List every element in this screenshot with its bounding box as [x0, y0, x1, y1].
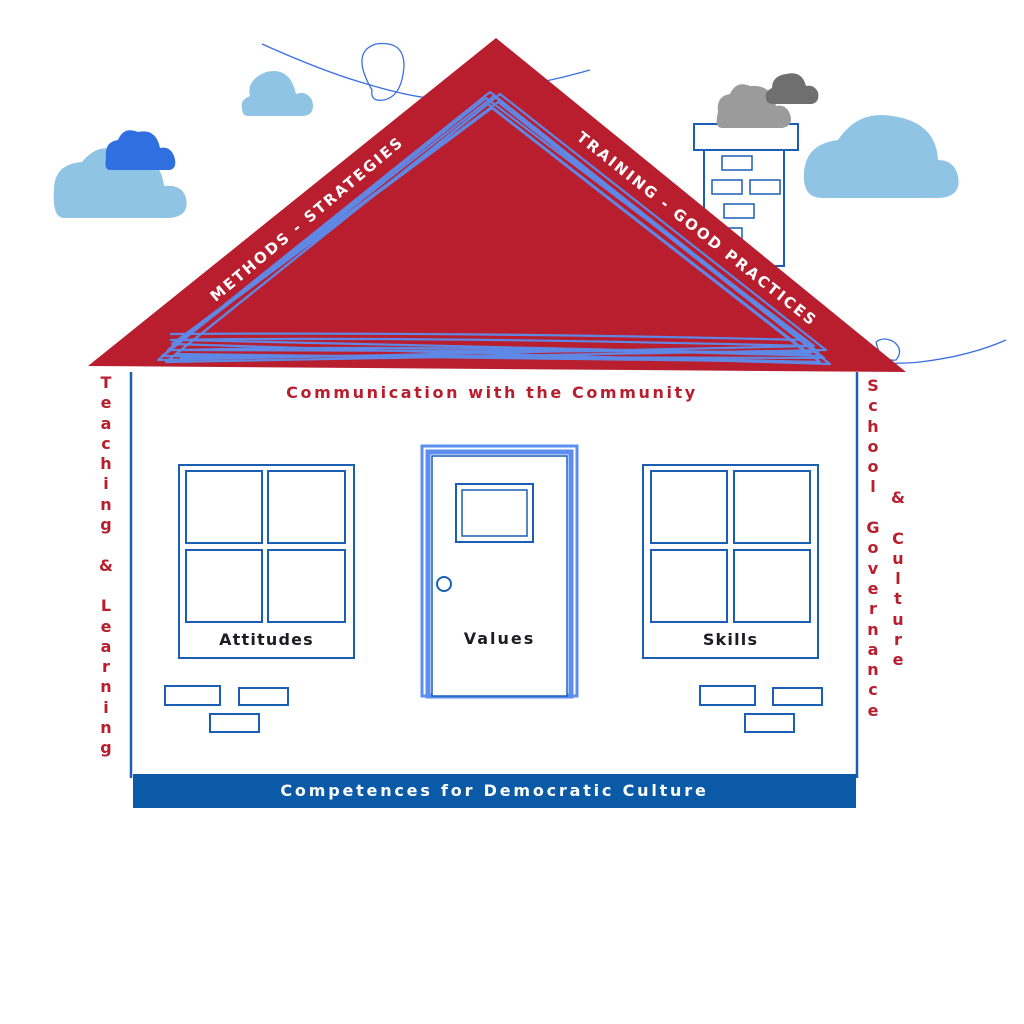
side-label-char: i [103, 697, 109, 717]
side-label-char: t [894, 589, 902, 609]
base-label: Competences for Democratic Culture [280, 781, 709, 800]
side-label-char: e [100, 393, 112, 413]
side-label-char: l [870, 477, 876, 497]
side-label-char [889, 508, 907, 528]
side-label-char [97, 535, 115, 555]
house-walls [129, 372, 859, 778]
side-label-char: l [895, 569, 901, 589]
side-label-char: & [99, 555, 113, 575]
side-label-char: C [892, 528, 904, 548]
side-label-char: n [100, 718, 112, 738]
side-label-char: o [867, 436, 879, 456]
side-label-char: h [867, 416, 879, 436]
side-label-char: r [894, 630, 902, 650]
side-label-char: r [869, 599, 877, 619]
side-label-char: e [867, 700, 879, 720]
side-label-char [864, 498, 882, 518]
cloud-blue-icon [105, 130, 176, 170]
side-label-char: g [100, 738, 112, 758]
side-label-char: a [867, 639, 879, 659]
window-left [178, 464, 355, 659]
side-label-char: e [867, 578, 879, 598]
side-label-char: e [892, 650, 904, 670]
side-label-char: o [867, 457, 879, 477]
side-label-char: L [100, 596, 112, 616]
side-label-char: c [868, 680, 878, 700]
side-label-char: a [100, 413, 112, 433]
community-label: Communication with the Community [286, 383, 698, 402]
window-right-label: Skills [702, 630, 759, 649]
side-label-char: n [867, 619, 879, 639]
window-right [642, 464, 819, 659]
side-label-char: r [102, 657, 110, 677]
cloud-small-icon [241, 70, 313, 116]
roof [88, 38, 906, 372]
side-label-char: n [867, 660, 879, 680]
door [420, 444, 579, 699]
side-label-char: S [867, 376, 879, 395]
bricks-left [164, 685, 289, 733]
side-label-char: G [866, 518, 880, 538]
window-left-label: Attitudes [219, 630, 314, 649]
door-label: Values [463, 629, 536, 648]
cloud-right-icon [803, 115, 959, 198]
side-label-char: T [100, 373, 112, 392]
side-label-char: c [101, 433, 111, 453]
side-label-char: n [100, 494, 112, 514]
side-label-char: h [100, 454, 112, 474]
side-label-char: v [867, 558, 879, 578]
side-label-char [97, 576, 115, 596]
side-label-char: i [103, 474, 109, 494]
side-label-char: & [891, 488, 905, 507]
door-knob-icon [436, 576, 452, 592]
side-label-char: e [100, 616, 112, 636]
side-label-char: g [100, 515, 112, 535]
side-label-char: n [100, 677, 112, 697]
side-label-char: c [868, 396, 878, 416]
base-bar [133, 774, 856, 808]
side-label-char: u [892, 609, 904, 629]
bricks-right [699, 685, 823, 733]
side-label-char: o [867, 538, 879, 558]
side-label-char: u [892, 548, 904, 568]
side-label-char: a [100, 636, 112, 656]
roof-scribble [156, 90, 832, 366]
smoke-icon [716, 73, 819, 128]
